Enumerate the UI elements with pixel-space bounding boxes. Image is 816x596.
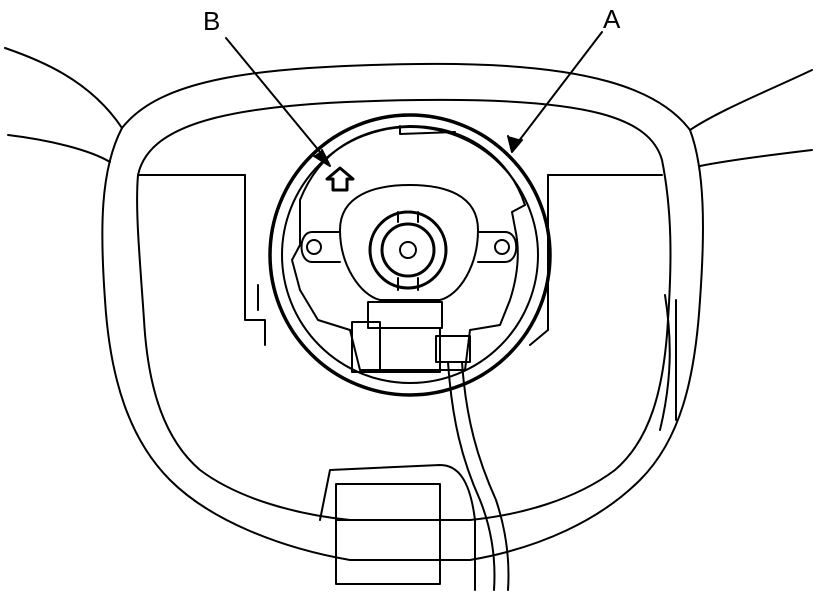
steering-shaft-outer bbox=[368, 210, 448, 290]
mount-ear-left bbox=[300, 231, 341, 263]
hub-boss bbox=[339, 184, 479, 301]
housing-notch bbox=[399, 125, 456, 135]
up-arrow-mark bbox=[325, 166, 355, 192]
callout-label-b: B bbox=[203, 6, 220, 36]
callout-label-a: A bbox=[603, 4, 621, 34]
leader-arrowhead-b bbox=[313, 149, 331, 167]
steering-shaft-bore bbox=[399, 241, 417, 259]
cable-reel-ring bbox=[268, 113, 552, 397]
hub-cover-outer bbox=[101, 62, 704, 561]
connector-plug-right bbox=[435, 335, 471, 363]
leader-line-b bbox=[225, 37, 326, 159]
connector-plug-center bbox=[379, 327, 441, 373]
mount-ear-right bbox=[477, 231, 518, 263]
lower-cover bbox=[319, 464, 476, 591]
column-switch bbox=[335, 483, 441, 585]
leader-line-a bbox=[514, 31, 603, 147]
shaft-key-bottom bbox=[397, 277, 419, 291]
steering-shaft-inner bbox=[380, 222, 436, 278]
leader-lines bbox=[225, 31, 603, 167]
cable-reel-housing bbox=[291, 125, 526, 371]
mount-hole-left bbox=[306, 239, 322, 255]
leader-arrowhead-a bbox=[507, 135, 523, 153]
steering-wheel-rim bbox=[4, 47, 813, 167]
hub-cover-inner bbox=[136, 98, 672, 521]
wire-harness-2 bbox=[461, 361, 510, 591]
connector-plug-left bbox=[351, 321, 381, 373]
right-trim bbox=[659, 294, 677, 431]
wire-harness bbox=[447, 361, 496, 591]
mount-hole-right bbox=[494, 239, 510, 255]
shaft-key-top bbox=[397, 211, 419, 223]
